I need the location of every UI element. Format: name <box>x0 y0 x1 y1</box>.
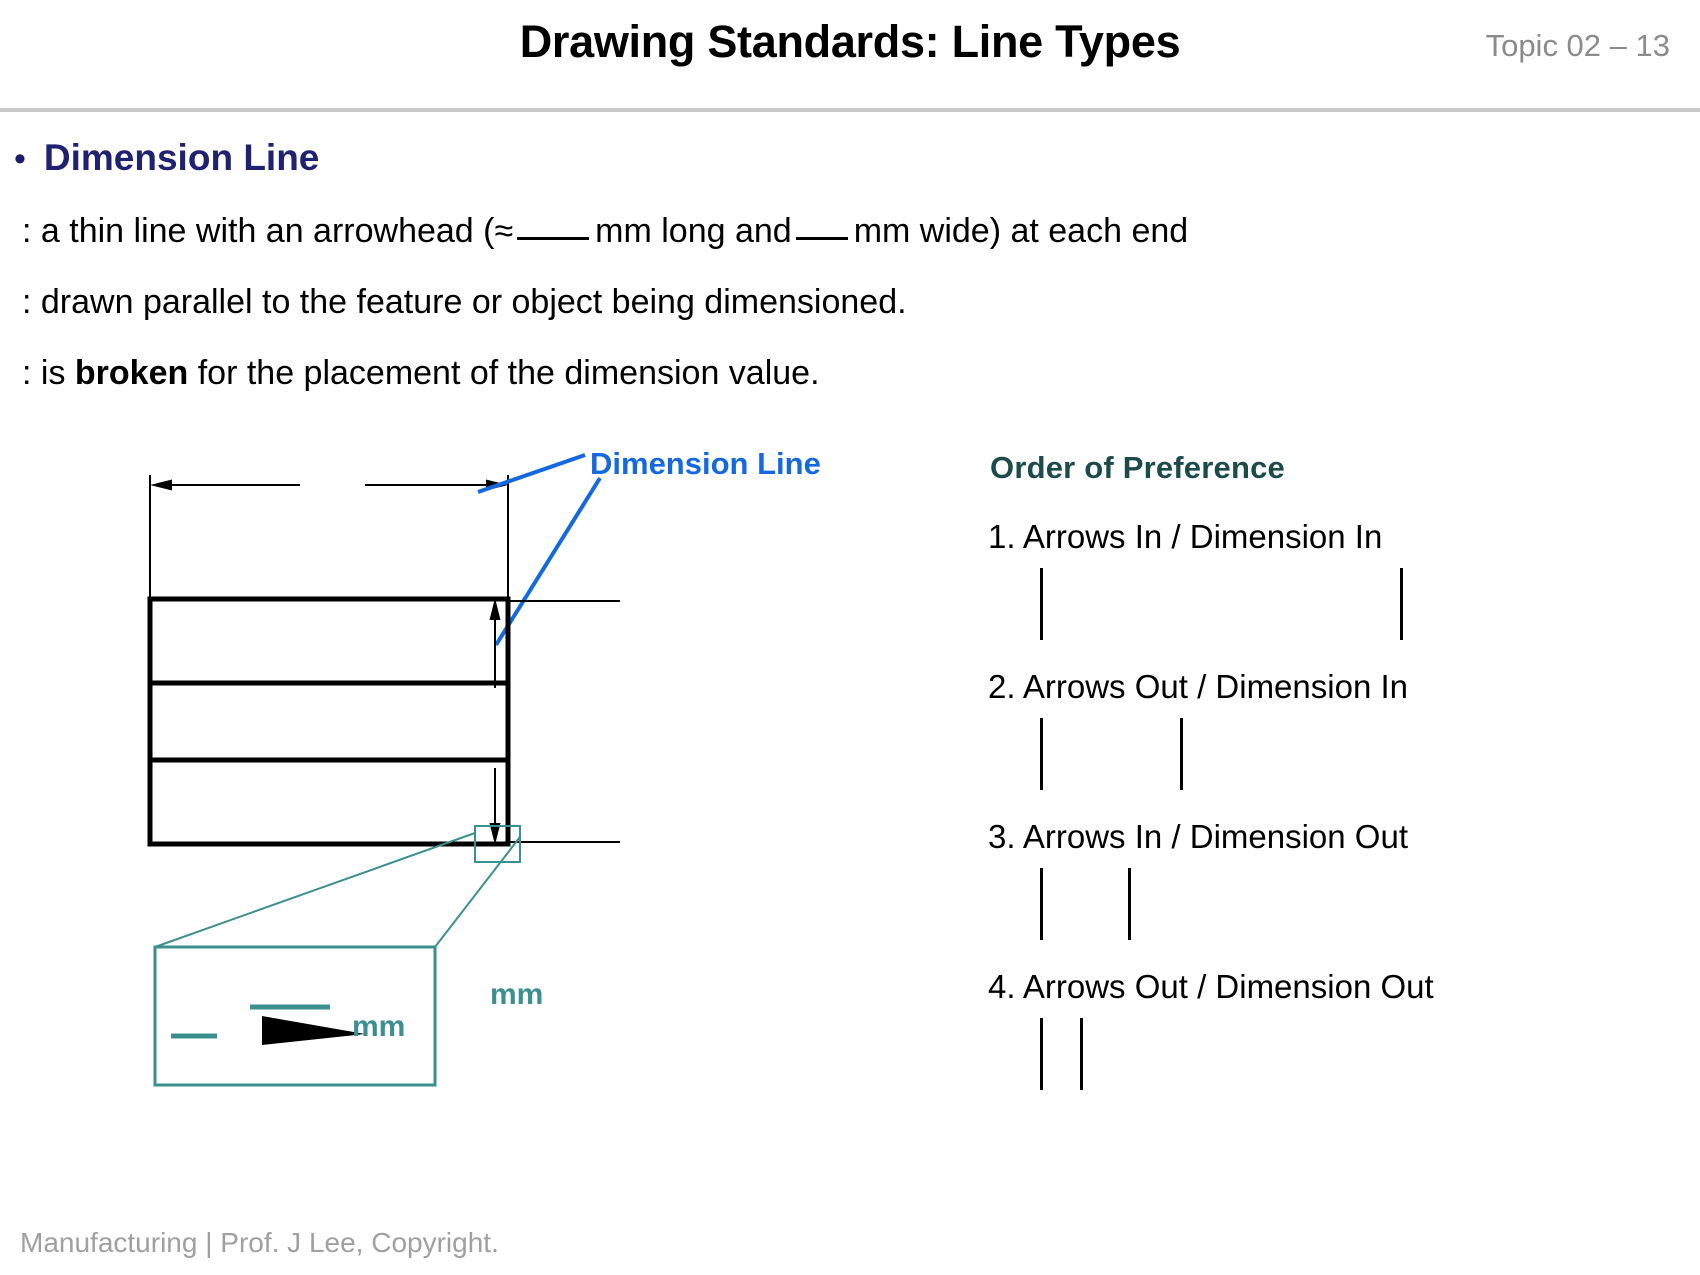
leader-line-to-vertical-dim <box>494 476 602 647</box>
preference-ext-line-left <box>1040 868 1043 940</box>
object-outline <box>147 596 511 847</box>
slide-header: Drawing Standards: Line Types Topic 02 –… <box>0 0 1700 112</box>
preference-item-4: 4. Arrows Out / Dimension Out <box>988 968 1628 1100</box>
body-line-broken-after: for the placement of the dimension value… <box>188 354 820 392</box>
preference-item-1: 1. Arrows In / Dimension In <box>988 518 1628 650</box>
body-line-arrowhead-suffix: mm wide) at each end <box>853 212 1189 250</box>
figure-svg <box>147 453 620 1087</box>
body-line-arrowhead-middle: mm long and <box>595 212 792 250</box>
arrowhead-down-icon <box>489 823 501 845</box>
preference-ext-line-left <box>1040 718 1043 790</box>
detail-callout-box <box>153 945 437 1087</box>
detail-mm-label-left: mm <box>352 1010 406 1043</box>
detail-arrowhead-icon <box>262 1016 365 1045</box>
magnifier-leader-top <box>154 832 476 948</box>
detail-mm-label-top: mm <box>490 978 544 1011</box>
header-divider <box>0 108 1700 112</box>
preference-ext-line-right <box>1180 718 1183 790</box>
dimension-line-figure: mm mm <box>0 430 960 1110</box>
detail-region-box <box>474 825 521 863</box>
topic-number: Topic 02 – 13 <box>1485 28 1670 63</box>
preference-figure-3 <box>988 868 1628 950</box>
leader-line-to-horizontal-dim <box>477 453 586 494</box>
preference-ext-line-left <box>1040 1018 1043 1090</box>
page-title: Drawing Standards: Line Types <box>519 16 1181 67</box>
preference-item-2: 2. Arrows Out / Dimension In <box>988 668 1628 800</box>
preference-ext-line-left <box>1040 568 1043 640</box>
magnifier-leader-bottom <box>434 836 521 948</box>
bullet-dot-icon: • <box>14 140 26 178</box>
body-line-broken: : is broken for the placement of the dim… <box>22 354 820 393</box>
dimension-line-callout-label: Dimension Line <box>590 446 821 481</box>
arrowhead-up-icon <box>489 598 501 620</box>
preference-label-2: 2. Arrows Out / Dimension In <box>988 668 1408 705</box>
preference-ext-line-right <box>1128 868 1131 940</box>
blank-width-field <box>795 237 848 240</box>
order-of-preference-section: Order of Preference 1. Arrows In / Dimen… <box>988 450 1628 1118</box>
blank-length-field <box>517 237 590 240</box>
preference-figure-2 <box>988 718 1628 800</box>
body-line-arrowhead: : a thin line with an arrowhead (≈ mm lon… <box>22 212 1188 251</box>
body-line-arrowhead-prefix: : a thin line with an arrowhead (≈ <box>22 212 514 250</box>
preference-item-3: 3. Arrows In / Dimension Out <box>988 818 1628 950</box>
body-line-broken-emphasis: broken <box>74 354 189 392</box>
preference-label-4: 4. Arrows Out / Dimension Out <box>988 968 1434 1005</box>
bullet-heading: • Dimension Line <box>14 137 319 179</box>
preference-figure-1 <box>988 568 1628 650</box>
footer-credit: Manufacturing | Prof. J Lee, Copyright. <box>20 1227 499 1258</box>
preference-ext-line-right <box>1400 568 1403 640</box>
preference-label-1: 1. Arrows In / Dimension In <box>988 518 1383 555</box>
order-of-preference-title: Order of Preference <box>990 450 1285 485</box>
bullet-title: Dimension Line <box>43 137 320 178</box>
body-line-broken-before: : is <box>22 354 75 392</box>
preference-ext-line-right <box>1080 1018 1083 1090</box>
arrowhead-left-icon <box>150 479 172 491</box>
preference-figure-4 <box>988 1018 1628 1100</box>
preference-label-3: 3. Arrows In / Dimension Out <box>988 818 1408 855</box>
body-line-parallel: : drawn parallel to the feature or objec… <box>22 283 907 321</box>
